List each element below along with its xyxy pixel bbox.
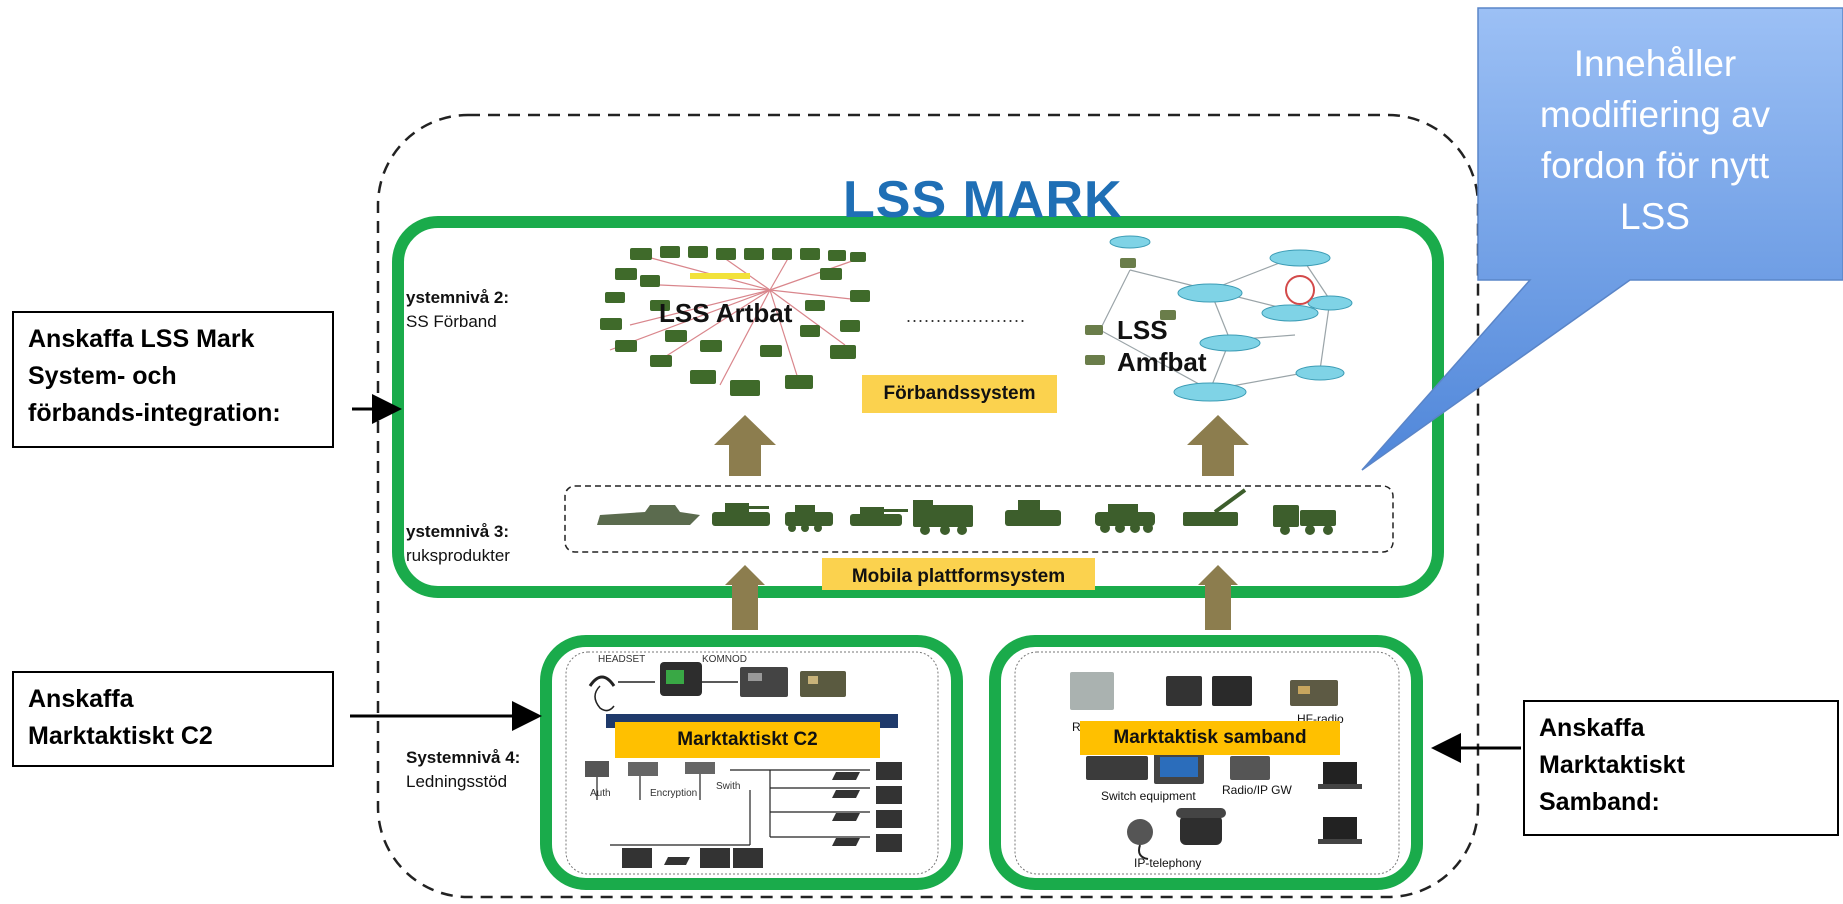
level-2-sub: SS Förband bbox=[406, 312, 497, 331]
encryption-caption: Encryption bbox=[650, 788, 698, 799]
platform-strip bbox=[564, 485, 1394, 553]
radio-ip-gw-caption: Radio/IP GW bbox=[1222, 783, 1292, 797]
level-2-label: ystemnivå 2: SS Förband bbox=[406, 286, 509, 334]
artbat-label: LSS Artbat bbox=[659, 298, 793, 328]
c2-frame bbox=[540, 635, 963, 890]
level-4-sub: Ledningsstöd bbox=[406, 772, 508, 791]
level-3-label: ystemnivå 3: ruksprodukter bbox=[406, 520, 510, 568]
callout-line-2: modifiering av bbox=[1539, 94, 1771, 135]
komnod-caption: KOMNOD bbox=[702, 654, 747, 665]
side-box-system-line-2: System- och bbox=[28, 362, 177, 390]
diagram-title: LSS MARK bbox=[843, 171, 1123, 229]
samband-r-caption: R bbox=[1072, 720, 1081, 734]
level-3-heading: ystemnivå 3: bbox=[406, 522, 509, 541]
ip-telephony-caption: IP-telephony bbox=[1134, 856, 1202, 870]
outer-dashed-boundary bbox=[376, 113, 1480, 899]
side-box-c2-line-2: Marktaktiskt C2 bbox=[28, 722, 213, 750]
up-arrow-right-top bbox=[1187, 415, 1249, 476]
side-box-system-integration: Anskaffa LSS Mark System- och förbands-i… bbox=[12, 311, 334, 448]
amfbat-network-graphic bbox=[1085, 235, 1353, 402]
auth-caption: Auth bbox=[590, 788, 611, 799]
ellipsis-dots: .................... bbox=[906, 306, 1027, 326]
up-arrow-left-bottom bbox=[725, 565, 765, 630]
forbandssystem-label: Förbandssystem bbox=[862, 375, 1057, 413]
level-3-sub: ruksprodukter bbox=[406, 546, 510, 565]
callout-text: Innehåller modifiering av fordon för nyt… bbox=[1480, 38, 1830, 242]
callout-line-4: LSS bbox=[1620, 196, 1690, 237]
side-box-c2-line-1: Anskaffa bbox=[28, 685, 134, 713]
side-box-samband-line-3: Samband: bbox=[1539, 788, 1660, 816]
side-box-c2: Anskaffa Marktaktiskt C2 bbox=[12, 671, 334, 767]
c2-label: Marktaktiskt C2 bbox=[615, 722, 880, 758]
c2-equipment-graphic bbox=[585, 662, 902, 868]
artbat-network-graphic bbox=[600, 246, 870, 396]
side-box-system-line-3: förbands-integration: bbox=[28, 399, 281, 427]
callout-line-3: fordon för nytt bbox=[1540, 145, 1770, 186]
headset-caption: HEADSET bbox=[598, 654, 646, 665]
amfbat-label: LSS Amfbat bbox=[1117, 314, 1207, 378]
callout-shape bbox=[1361, 7, 1843, 471]
switch-caption: Swith bbox=[716, 781, 741, 792]
level-2-heading: ystemnivå 2: bbox=[406, 288, 509, 307]
switch-equipment-caption: Switch equipment bbox=[1101, 789, 1196, 803]
side-box-samband-line-1: Anskaffa bbox=[1539, 714, 1645, 742]
amfbat-label-line-1: LSS bbox=[1117, 315, 1168, 345]
amfbat-label-line-2: Amfbat bbox=[1117, 347, 1207, 377]
callout-line-1: Innehåller bbox=[1573, 43, 1737, 84]
samband-equipment-graphic bbox=[1070, 672, 1362, 860]
level-4-label: Systemnivå 4: Ledningsstöd bbox=[406, 746, 520, 794]
side-box-samband-line-2: Marktaktiskt bbox=[1539, 751, 1685, 779]
side-box-system-line-1: Anskaffa LSS Mark bbox=[28, 325, 255, 353]
up-arrow-left-top bbox=[714, 415, 776, 476]
vehicle-row bbox=[597, 488, 1336, 535]
mobila-plattformsystem-label: Mobila plattformsystem bbox=[822, 558, 1095, 590]
samband-label: Marktaktisk samband bbox=[1080, 721, 1340, 755]
level-4-heading: Systemnivå 4: bbox=[406, 748, 521, 767]
up-arrow-right-bottom bbox=[1198, 565, 1238, 630]
side-box-samband: Anskaffa Marktaktiskt Samband: bbox=[1523, 700, 1839, 836]
